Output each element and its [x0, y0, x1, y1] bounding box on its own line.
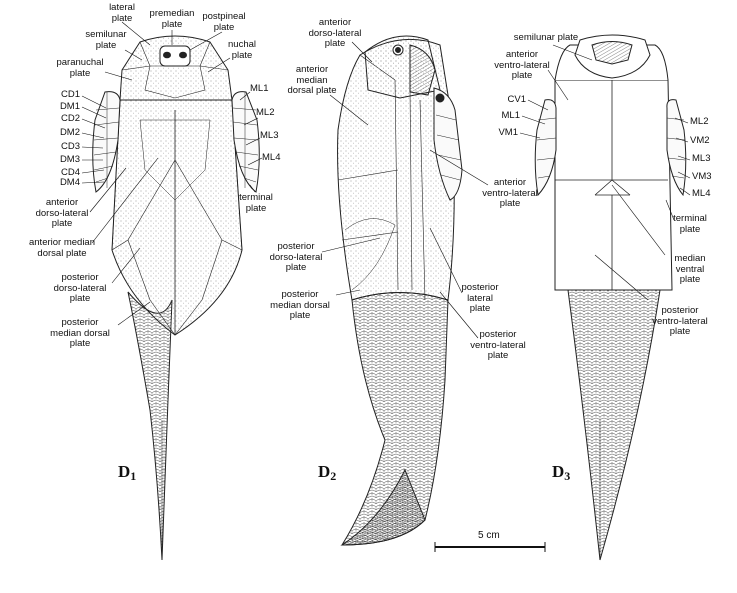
d1-label-ml3: ML3	[260, 130, 279, 141]
figure-label-d1: D1	[118, 462, 137, 483]
d1-left-appendage	[92, 91, 121, 193]
d1-tail	[127, 291, 173, 561]
d1-dorsal-view	[92, 35, 260, 561]
d1-label-cd4: CD4	[60, 167, 80, 178]
d1-label-cd3: CD3	[60, 141, 80, 152]
d1-label-ml4: ML4	[262, 152, 281, 163]
figure-label-d2: D2	[318, 462, 337, 483]
d2-lateral-view	[337, 35, 463, 546]
d3-trunk-armour	[554, 79, 673, 291]
figure-label-d3: D3	[552, 462, 571, 483]
d3-label-semilunar-plate: semilunar plate	[513, 32, 579, 43]
d1-label-cd2: CD2	[60, 113, 80, 124]
label-leader-lines	[81, 21, 691, 339]
d2-trunk-armour	[337, 38, 455, 301]
d1-label-ml1: ML1	[250, 83, 269, 94]
d1-label-dm3: DM3	[59, 154, 80, 165]
d1-right-appendage	[231, 91, 260, 193]
d1-label-ml2: ML2	[256, 107, 275, 118]
d3-label-ml4: ML4	[692, 188, 711, 199]
d3-label-ml2: ML2	[690, 116, 709, 127]
d3-ventral-view	[534, 34, 687, 561]
d3-right-appendage	[666, 99, 687, 197]
d3-label-vm3: VM3	[692, 171, 712, 182]
d3-tail	[567, 289, 661, 561]
d3-label-ml3: ML3	[692, 153, 711, 164]
scale-bar-label: 5 cm	[478, 530, 500, 541]
d3-label-vm2: VM2	[690, 135, 710, 146]
d1-label-dm2: DM2	[59, 127, 80, 138]
d1-label-dm4: DM4	[59, 177, 80, 188]
d1-label-cd1: CD1	[60, 89, 80, 100]
d1-label-dm1: DM1	[59, 101, 80, 112]
d3-left-appendage	[534, 99, 557, 197]
d3-label-vm1: VM1	[498, 127, 518, 138]
d3-label-cv1: CV1	[507, 94, 526, 105]
d3-label-ml1: ML1	[501, 110, 520, 121]
